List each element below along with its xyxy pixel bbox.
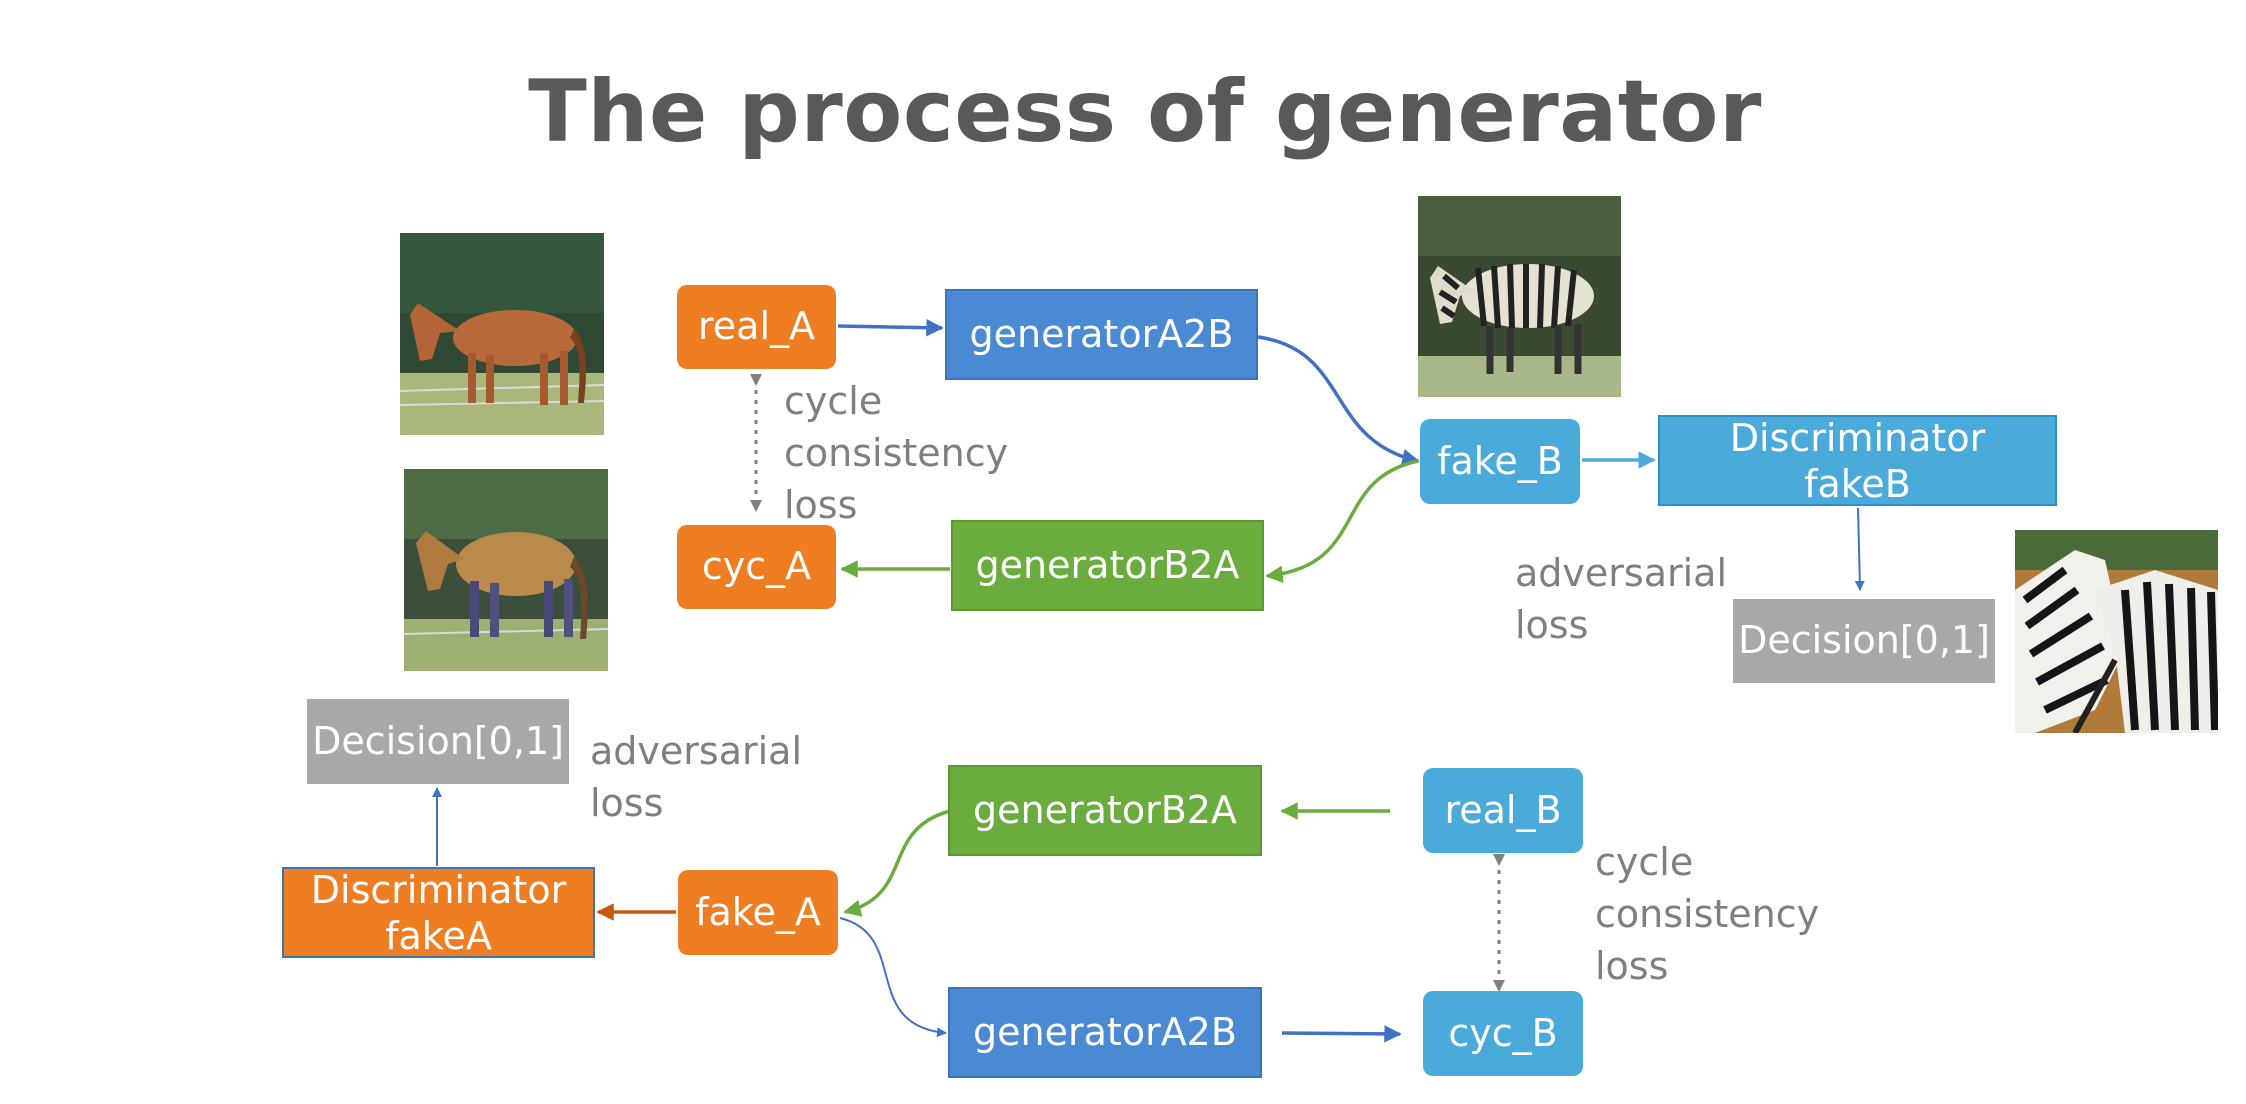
- node-cyc-a: cyc_A: [677, 525, 836, 609]
- node-cyc-a-label: cyc_A: [701, 544, 812, 589]
- zebra-photo-real: [2015, 530, 2218, 733]
- node-fake-b-label: fake_B: [1437, 438, 1563, 483]
- node-generator-a2b-top: generatorA2B: [945, 289, 1258, 380]
- label-adversarial-right-line2: loss: [1515, 603, 1589, 647]
- node-decision-right-label: Decision[0,1]: [1738, 618, 1990, 663]
- label-cycle-bottom-line3: loss: [1595, 944, 1669, 988]
- node-discriminator-fake-b-line1: Discriminator: [1729, 415, 1986, 460]
- arrow-genB2A-fakeA: [843, 809, 951, 917]
- arrow-fakeA-genA2B: [839, 917, 947, 1038]
- label-adversarial-right: adversarial loss: [1515, 547, 1727, 651]
- arrow-genA2B-fakeB: [1257, 335, 1420, 467]
- label-cycle-top-line2: consistency: [784, 431, 1009, 475]
- label-cycle-bottom-line1: cycle: [1595, 840, 1694, 884]
- label-adversarial-left: adversarial loss: [590, 725, 802, 829]
- node-generator-b2a-bottom-label: generatorB2A: [973, 787, 1237, 832]
- node-cyc-b-label: cyc_B: [1448, 1010, 1558, 1055]
- node-cyc-b: cyc_B: [1423, 991, 1583, 1076]
- node-decision-left: Decision[0,1]: [307, 699, 569, 784]
- node-generator-b2a-bottom: generatorB2A: [948, 765, 1262, 856]
- label-adversarial-left-line2: loss: [590, 781, 664, 825]
- node-decision-right: Decision[0,1]: [1733, 599, 1995, 683]
- node-real-a: real_A: [677, 285, 836, 369]
- node-generator-a2b-bottom: generatorA2B: [948, 987, 1262, 1078]
- label-cycle-bottom-line2: consistency: [1595, 892, 1820, 936]
- node-generator-b2a-top: generatorB2A: [951, 520, 1264, 611]
- node-discriminator-fake-b: Discriminator fakeB: [1658, 415, 2057, 506]
- node-generator-a2b-top-label: generatorA2B: [969, 311, 1234, 356]
- node-fake-a-label: fake_A: [695, 889, 821, 934]
- page-title: The process of generator: [528, 62, 1762, 162]
- zebra-photo-fake: [1418, 196, 1621, 397]
- node-decision-left-label: Decision[0,1]: [312, 718, 564, 763]
- label-cycle-top-line1: cycle: [784, 379, 883, 423]
- node-real-a-label: real_A: [697, 304, 815, 349]
- horse-photo-real: [400, 233, 604, 435]
- label-adversarial-right-line1: adversarial: [1515, 551, 1728, 595]
- arrow-genA2B-cycB: [1281, 1025, 1402, 1043]
- label-cycle-top-line3: loss: [784, 483, 858, 527]
- arrow-fakeB-genB2A: [1265, 459, 1419, 584]
- node-real-b: real_B: [1423, 768, 1583, 853]
- arrow-discB-decision: [1854, 507, 1865, 591]
- node-discriminator-fake-a: Discriminator fakeA: [282, 867, 595, 958]
- node-generator-a2b-bottom-label: generatorA2B: [973, 1009, 1237, 1054]
- node-fake-a: fake_A: [678, 870, 838, 955]
- horse-photo-reconstructed: [404, 469, 608, 671]
- label-cycle-consistency-top: cycle consistency loss: [784, 375, 1008, 531]
- node-fake-b: fake_B: [1420, 419, 1580, 504]
- node-discriminator-fake-b-line2: fakeB: [1804, 461, 1911, 506]
- node-real-b-label: real_B: [1444, 787, 1562, 832]
- node-generator-b2a-top-label: generatorB2A: [975, 542, 1240, 587]
- node-discriminator-fake-a-line1: Discriminator: [310, 867, 567, 912]
- label-cycle-consistency-bottom: cycle consistency loss: [1595, 836, 1819, 992]
- label-adversarial-left-line1: adversarial: [590, 729, 803, 773]
- node-discriminator-fake-a-line2: fakeA: [385, 913, 492, 958]
- arrow-realA-genA2B: [837, 318, 944, 337]
